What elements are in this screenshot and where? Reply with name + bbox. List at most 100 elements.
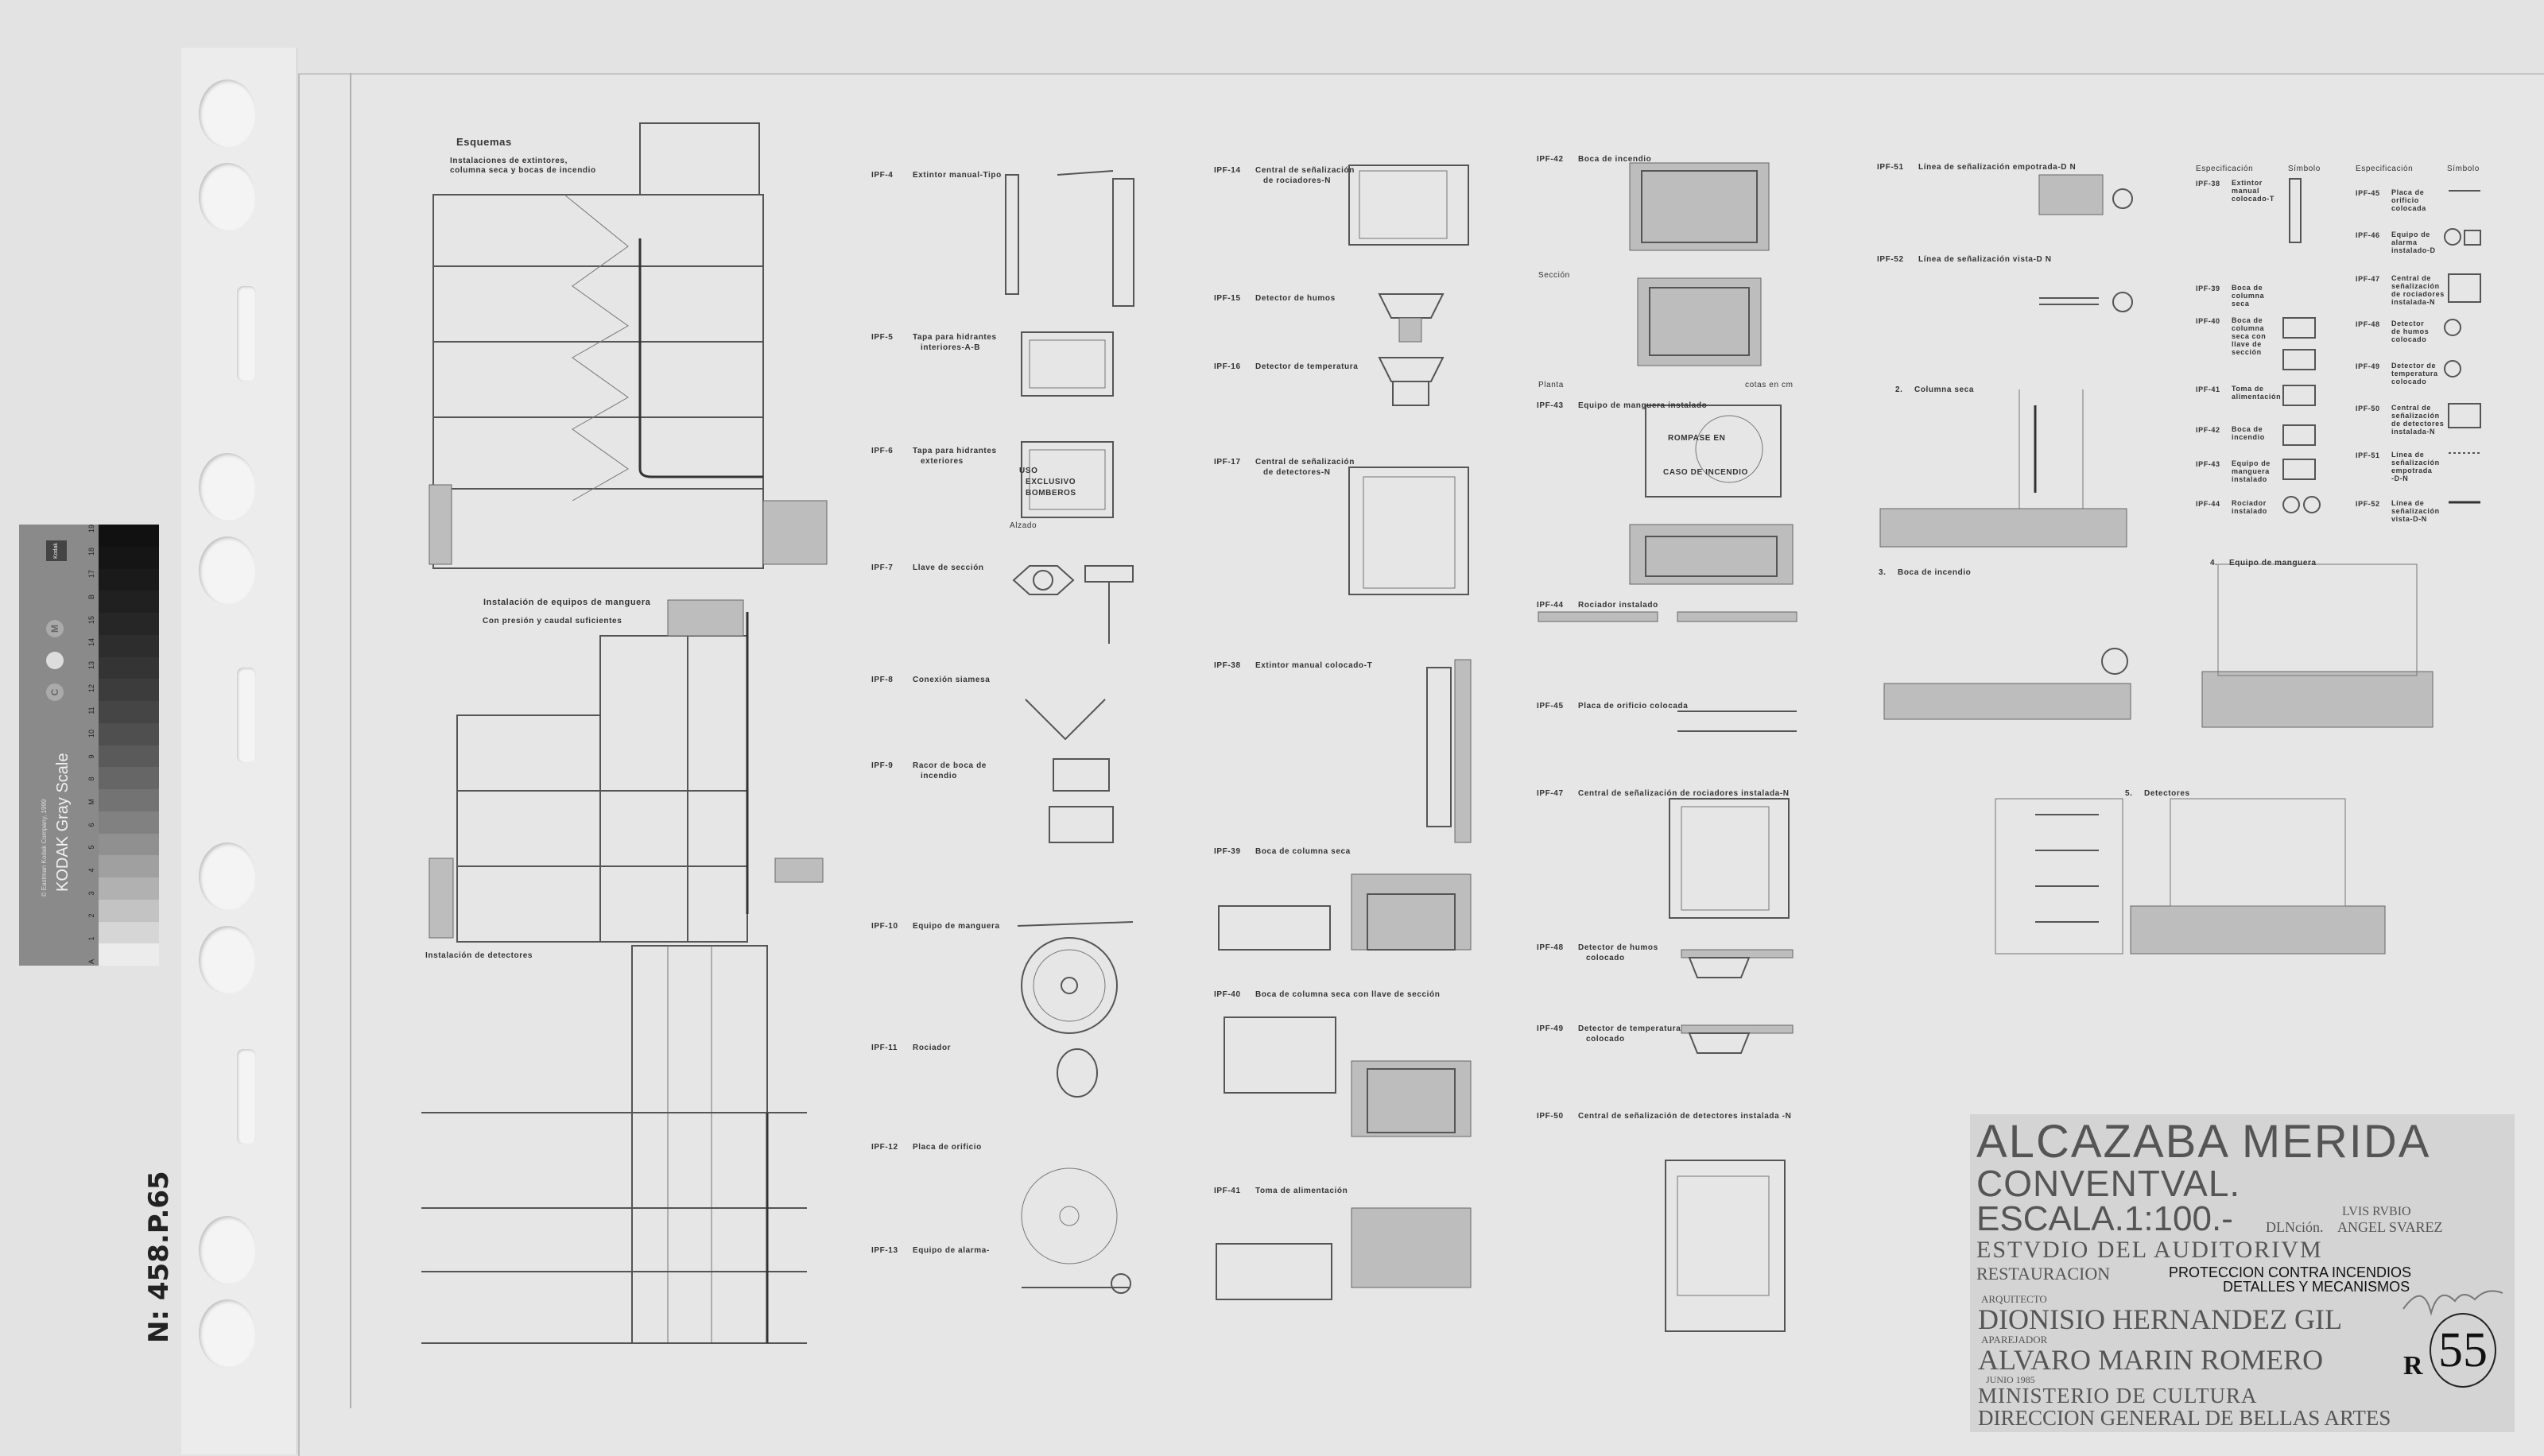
detail-code: IPF-51	[1877, 163, 1904, 172]
legend-text: Central de	[2391, 274, 2432, 282]
drawing-scale: ESCALA.1:100.-	[1976, 1199, 2233, 1238]
schematic-number: 3.	[1879, 568, 1887, 577]
legend-code: IPF-46	[2356, 231, 2380, 239]
punch-hole	[199, 453, 256, 521]
detail-code: IPF-4	[871, 171, 894, 180]
legend-text: Equipo de	[2232, 459, 2271, 467]
legend-text: señalización	[2391, 282, 2440, 290]
legend-text: vista-D-N	[2391, 515, 2427, 523]
legend-text: llave de	[2232, 340, 2262, 348]
detail-title: Equipo de alarma-	[913, 1246, 990, 1255]
detail-title: Tapa para hidrantes	[913, 447, 997, 455]
schematic-title: Boca de incendio	[1898, 568, 1972, 577]
col4-schematics	[1879, 174, 2433, 955]
legend-text: colocado-T	[2232, 195, 2275, 203]
architect-name: DIONISIO HERNANDEZ GIL	[1978, 1303, 2342, 1335]
legend-text: instalado	[2232, 475, 2267, 483]
detail-title: Boca de incendio	[1578, 155, 1652, 164]
view-label: Alzado	[1010, 521, 1037, 530]
detail-title-cont: exteriores	[921, 457, 964, 466]
detail-title: Central de señalización	[1255, 458, 1355, 467]
detail-code: IPF-12	[871, 1143, 898, 1152]
project-title: ALCAZABA MERIDA	[1976, 1116, 2431, 1168]
legend-text: Boca de	[2232, 316, 2263, 324]
detail-code: IPF-14	[1214, 166, 1241, 175]
detail-title: Línea de señalización empotrada-D N	[1918, 163, 2077, 172]
scheme-detectors: Instalación de detectores	[425, 951, 533, 960]
legend-text: de humos	[2391, 327, 2430, 335]
detail-title: Detector de temperatura	[1255, 362, 1359, 371]
legend-text: manguera	[2232, 467, 2270, 475]
legend-text: señalización	[2391, 507, 2440, 515]
legend-code: IPF-48	[2356, 320, 2380, 328]
legend-text: de detectores	[2391, 420, 2445, 428]
detail-title: Extintor manual colocado-T	[1255, 661, 1373, 670]
legend-text: Detector de	[2391, 362, 2437, 370]
detail-code: IPF-40	[1214, 990, 1241, 999]
scheme-extinguishers-l2: columna seca y bocas de incendio	[450, 166, 596, 175]
legend-symbols	[2282, 178, 2481, 513]
detail-code: IPF-48	[1537, 943, 1564, 952]
legend-text: columna	[2232, 292, 2265, 300]
detail-code: IPF-49	[1537, 1024, 1564, 1033]
schematic-title: Equipo de manguera	[2229, 559, 2317, 567]
drawing-frame	[350, 73, 2518, 1408]
detail-code: IPF-52	[1877, 255, 1904, 264]
detail-title: Detector de humos	[1578, 943, 1658, 952]
legend-text: colocado	[2391, 378, 2427, 385]
legend-text: columna	[2232, 324, 2265, 332]
legend-code: IPF-38	[2196, 180, 2220, 188]
detail-code: IPF-17	[1214, 458, 1241, 467]
detail-code: IPF-44	[1537, 601, 1564, 610]
legend-text: Línea de	[2391, 451, 2425, 459]
detail-code: IPF-13	[871, 1246, 898, 1255]
detail-title: Extintor manual-Tipo	[913, 171, 1002, 180]
box-exclusivo: EXCLUSIVO	[1026, 478, 1076, 486]
extinguisher-scheme-section	[429, 122, 828, 569]
col3-details	[1538, 162, 1797, 1332]
architect-signature	[2402, 1290, 2503, 1316]
surveyor-name: ALVARO MARIN ROMERO	[1978, 1344, 2324, 1376]
legend-text: Extintor	[2232, 179, 2263, 187]
legend-text: Equipo de	[2391, 230, 2430, 238]
schematic-number: 2.	[1895, 385, 1903, 394]
subject-line-1: PROTECCION CONTRA INCENDIOS	[2169, 1264, 2412, 1280]
detail-code: IPF-15	[1214, 294, 1241, 303]
detail-title: Detector de humos	[1255, 294, 1336, 303]
detail-code: IPF-43	[1537, 401, 1564, 410]
direction-label: DLNción.	[2266, 1219, 2324, 1235]
detail-title-cont: colocado	[1586, 954, 1625, 962]
detail-title: Racor de boca de	[913, 761, 987, 770]
work-type: RESTAURACION	[1976, 1264, 2111, 1284]
detail-title-cont: colocado	[1586, 1035, 1625, 1044]
schemes-heading: Esquemas	[456, 136, 512, 148]
legend-header: Símbolo	[2447, 165, 2480, 173]
ministry: MINISTERIO DE CULTURA	[1978, 1384, 2258, 1408]
legend-text: alarma	[2391, 238, 2418, 246]
legend-text: colocado	[2391, 335, 2427, 343]
box-bomberos: BOMBEROS	[1026, 489, 1076, 498]
detail-code: IPF-50	[1537, 1112, 1564, 1121]
legend-text: manual	[2232, 187, 2260, 195]
legend-text: de rociadores	[2391, 290, 2445, 298]
legend-text: instalado	[2232, 507, 2267, 515]
detail-title: Llave de sección	[913, 563, 984, 572]
schematic-title: Columna seca	[1914, 385, 1975, 394]
legend-text: Toma de	[2232, 385, 2264, 393]
detail-title: Central de señalización	[1255, 166, 1355, 175]
sheet-number: 55	[2430, 1313, 2496, 1388]
detail-title: Línea de señalización vista-D N	[1918, 255, 2052, 264]
scheme-hose: Instalación de equipos de manguera	[483, 598, 651, 607]
detail-title: Conexión siamesa	[913, 676, 991, 684]
detail-title: Equipo de manguera instalado	[1578, 401, 1708, 410]
punch-hole	[199, 163, 256, 231]
legend-code: IPF-43	[2196, 460, 2220, 468]
schematic-title: Detectores	[2144, 789, 2190, 798]
legend-text: instalado-D	[2391, 246, 2436, 254]
legend-text: Detector	[2391, 319, 2425, 327]
detail-title: Boca de columna seca con llave de secció…	[1255, 990, 1441, 999]
legend-code: IPF-45	[2356, 189, 2380, 197]
legend-text: seca con	[2232, 332, 2267, 340]
legend-code: IPF-42	[2196, 426, 2220, 434]
